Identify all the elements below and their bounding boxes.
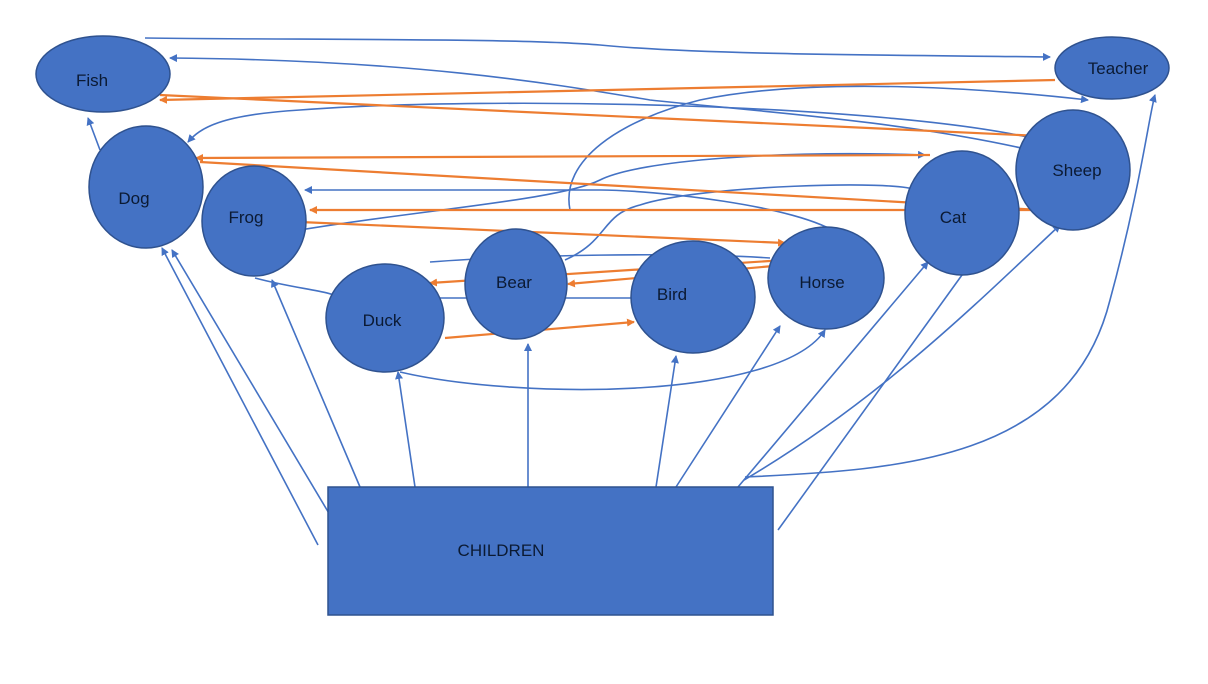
node-cat[interactable]: Cat	[904, 150, 1020, 276]
node-sheep[interactable]: Sheep	[1015, 109, 1131, 231]
bear-shape	[464, 228, 568, 340]
node-bear[interactable]: Bear	[464, 228, 568, 340]
node-bird[interactable]: Bird	[630, 240, 756, 354]
node-frog[interactable]: Frog	[201, 165, 307, 277]
edge-layer	[86, 37, 1157, 546]
bird-label: Bird	[657, 285, 687, 304]
edge-dog-sheep	[199, 160, 1041, 214]
edge-children-sheep	[743, 224, 1061, 481]
edge-frog-horse	[299, 220, 786, 247]
sheep-shape	[1015, 109, 1131, 231]
node-duck[interactable]: Duck	[325, 263, 445, 373]
node-teacher[interactable]: Teacher	[1054, 36, 1170, 100]
edge-fish-teacher	[144, 37, 1051, 61]
edge-fish-sheep	[159, 93, 1041, 140]
edge-children-duck	[395, 371, 416, 488]
fish-label: Fish	[76, 71, 108, 90]
cat-shape	[904, 150, 1020, 276]
teacher-label: Teacher	[1088, 59, 1149, 78]
edge-cat-dog	[195, 153, 931, 162]
bird-shape	[630, 240, 756, 354]
node-dog[interactable]: Dog	[88, 125, 204, 249]
duck-shape	[325, 263, 445, 373]
teacher-shape	[1054, 36, 1170, 100]
edge-children-dog-a	[161, 247, 319, 546]
sheep-label: Sheep	[1052, 161, 1101, 180]
duck-label: Duck	[363, 311, 402, 330]
edge-horse-frog	[304, 186, 841, 236]
edge-children-frog	[271, 279, 361, 488]
edge-children-cat-b	[777, 274, 963, 531]
edge-dog-fish	[86, 117, 101, 151]
edge-children-dog-b	[171, 249, 331, 516]
cat-label: Cat	[940, 208, 967, 227]
node-fish[interactable]: Fish	[35, 35, 171, 113]
fish-shape	[35, 35, 171, 113]
node-children[interactable]: CHILDREN	[327, 486, 774, 616]
frog-shape	[201, 165, 307, 277]
horse-shape	[767, 226, 885, 330]
node-layer: Fish Teacher Dog Frog Duck Bear Bird Ho	[35, 35, 1170, 616]
edge-duck-horse	[399, 329, 826, 391]
dog-shape	[88, 125, 204, 249]
frog-label: Frog	[229, 208, 264, 227]
children-shape	[327, 486, 774, 616]
edge-children-bird	[655, 355, 679, 488]
edge-children-horse	[675, 325, 781, 488]
children-label: CHILDREN	[458, 541, 545, 560]
horse-label: Horse	[799, 273, 844, 292]
edge-sheep-dog	[187, 102, 1041, 143]
edge-bear-teacher	[568, 85, 1089, 211]
node-horse[interactable]: Horse	[767, 226, 885, 330]
dog-label: Dog	[118, 189, 149, 208]
edge-children-teacher	[744, 94, 1157, 478]
edge-cat-fish	[169, 54, 1056, 171]
bear-label: Bear	[496, 273, 532, 292]
edge-children-cat	[737, 261, 929, 488]
edge-teacher-fish	[159, 78, 1056, 104]
